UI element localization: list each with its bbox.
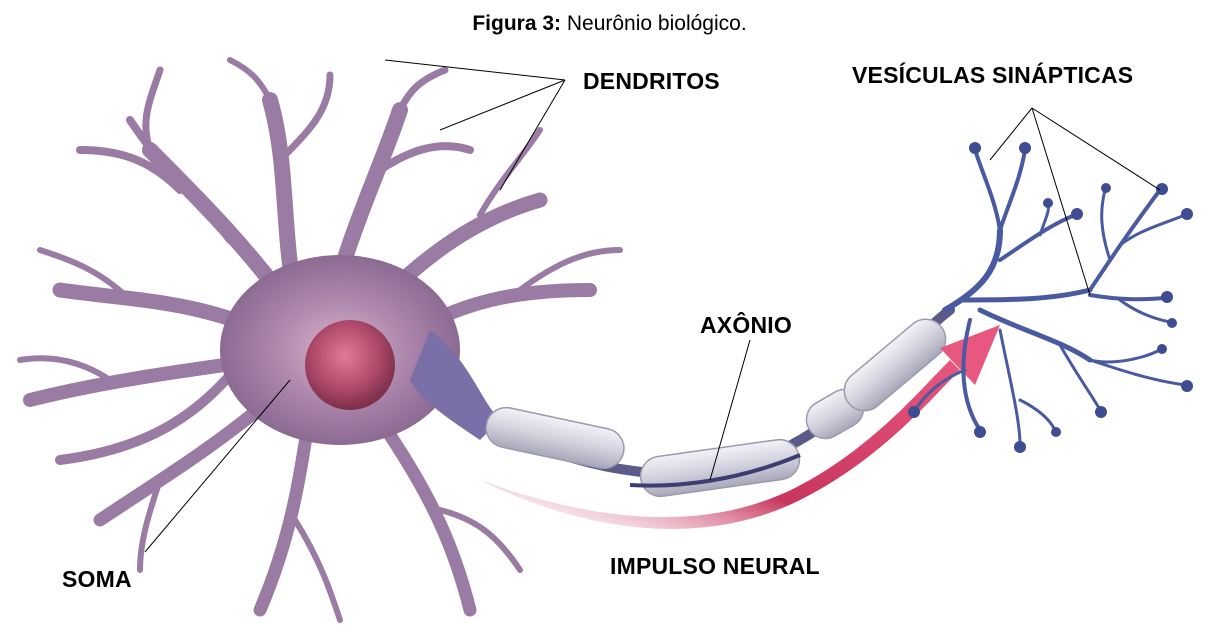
myelin-sheaths <box>482 311 953 499</box>
label-dendritos: DENDRITOS <box>583 68 720 95</box>
axon-terminals <box>915 150 1185 445</box>
label-soma: SOMA <box>62 566 132 593</box>
nucleus <box>305 320 395 410</box>
label-impulso-neural: IMPULSO NEURAL <box>610 553 820 580</box>
label-axonio: AXÔNIO <box>700 312 792 339</box>
label-vesiculas-sinapticas: VESÍCULAS SINÁPTICAS <box>852 62 1133 89</box>
